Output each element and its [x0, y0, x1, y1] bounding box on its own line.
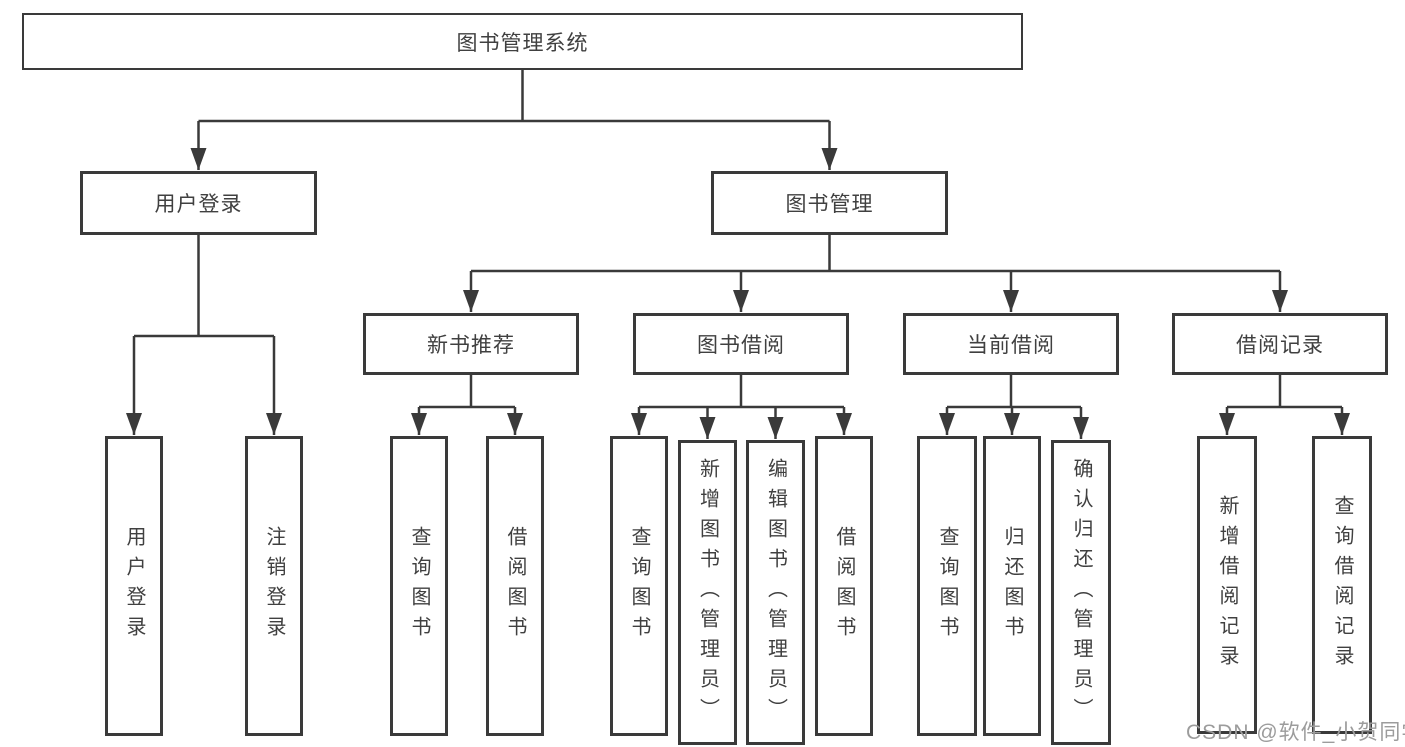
leaf-query-books-current: 查询图书: [917, 436, 977, 736]
node-user-login: 用户登录: [80, 171, 317, 235]
leaf-query-books-borrowing: 查询图书: [610, 436, 668, 736]
leaf-confirm-return-admin: 确认归还（管理员）: [1051, 440, 1111, 745]
leaf-edit-books-admin: 编辑图书（管理员）: [746, 440, 805, 745]
leaf-query-borrow-record: 查询借阅记录: [1312, 436, 1372, 734]
leaf-query-books-recommend: 查询图书: [390, 436, 448, 736]
leaf-user-login: 用户登录: [105, 436, 163, 736]
leaf-logout: 注销登录: [245, 436, 303, 736]
leaf-return-books: 归还图书: [983, 436, 1041, 736]
node-borrowing-records: 借阅记录: [1172, 313, 1388, 375]
leaf-add-books-admin: 新增图书（管理员）: [678, 440, 737, 745]
node-library-management-system: 图书管理系统: [22, 13, 1023, 70]
node-book-management: 图书管理: [711, 171, 948, 235]
node-new-book-recommendation: 新书推荐: [363, 313, 579, 375]
node-book-borrowing: 图书借阅: [633, 313, 849, 375]
node-current-borrowing: 当前借阅: [903, 313, 1119, 375]
leaf-add-borrow-record: 新增借阅记录: [1197, 436, 1257, 734]
csdn-watermark: CSDN @软件_小贺同学: [1186, 721, 1405, 744]
leaf-borrow-books-borrowing: 借阅图书: [815, 436, 873, 736]
leaf-borrow-books-recommend: 借阅图书: [486, 436, 544, 736]
